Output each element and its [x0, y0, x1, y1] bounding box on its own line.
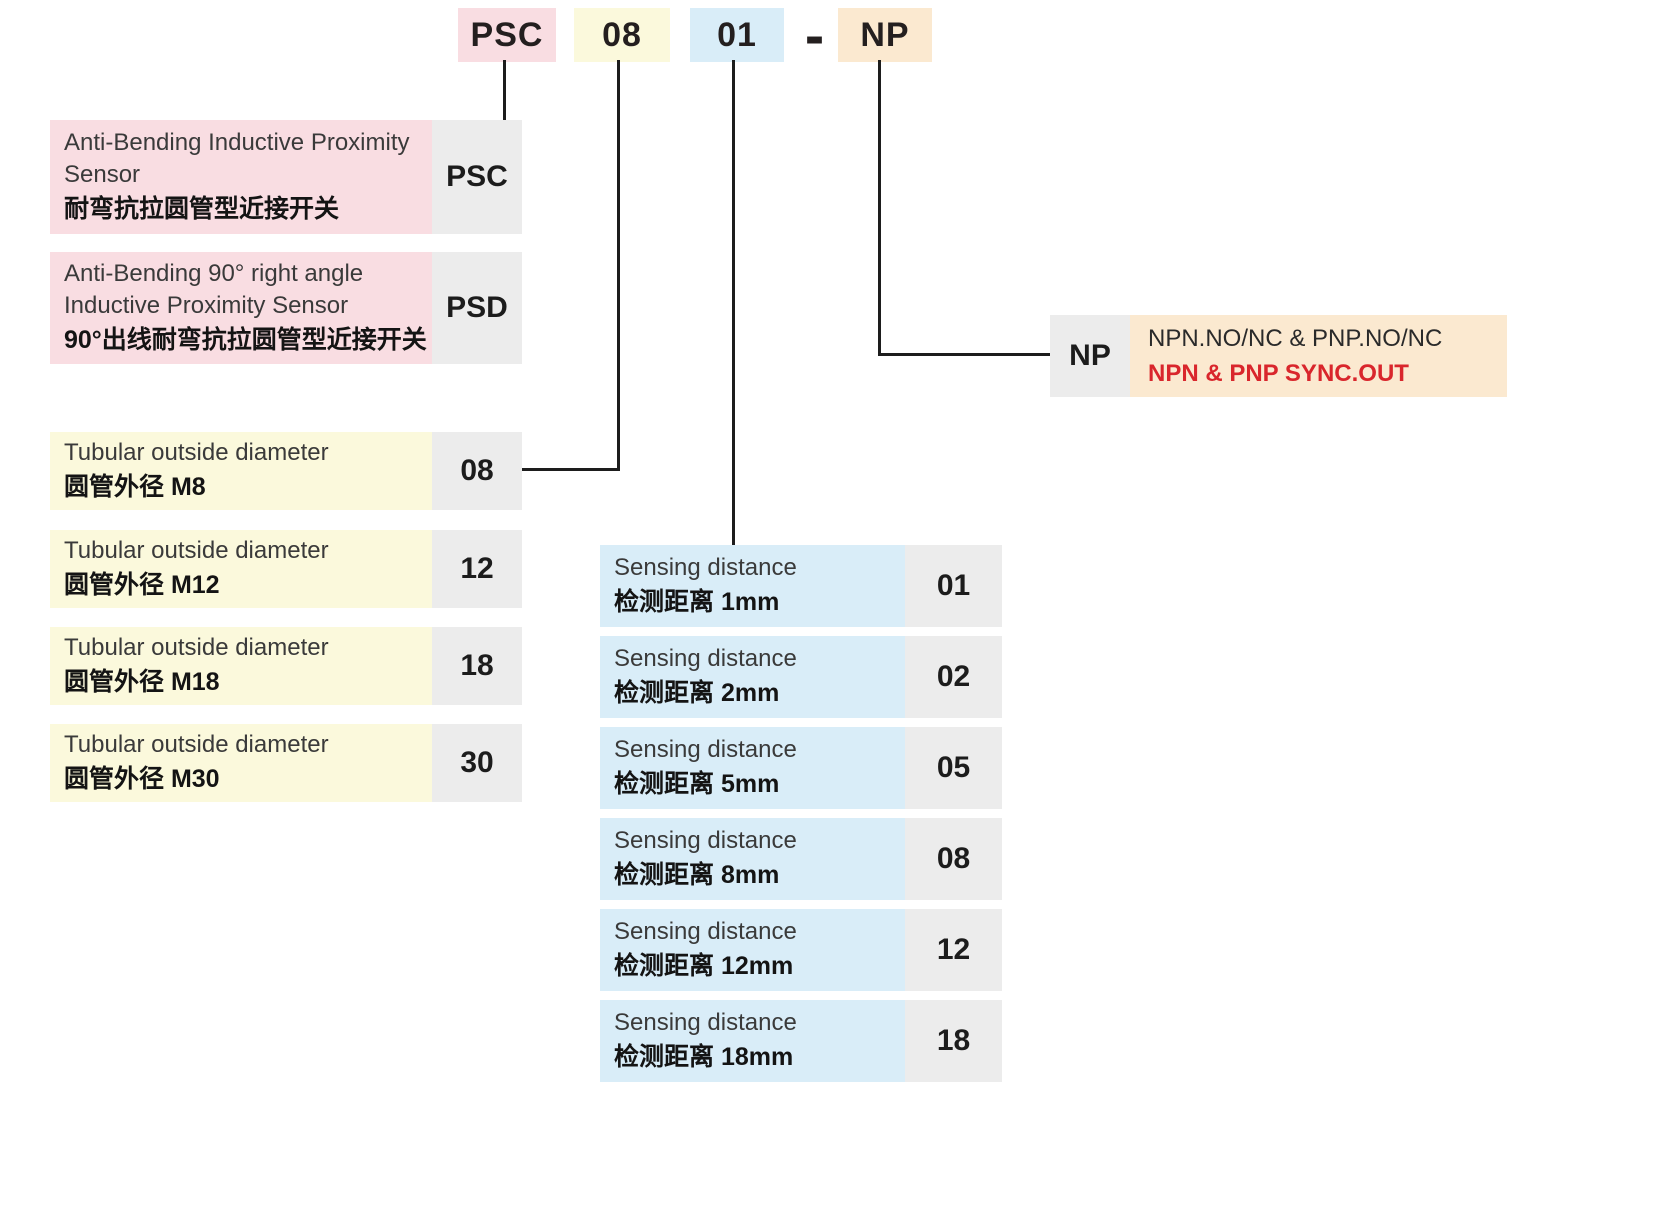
- sensing-label-02: Sensing distance 检测距离 2mm: [600, 636, 905, 718]
- diameter-option-row-12: Tubular outside diameter 圆管外径 M12 12: [50, 530, 522, 608]
- sensing-label-05: Sensing distance 检测距离 5mm: [600, 727, 905, 809]
- diameter-code-cell-18: 18: [432, 627, 522, 705]
- diameter-label-12: Tubular outside diameter 圆管外径 M12: [50, 530, 432, 608]
- output-line1: NPN.NO/NC & PNP.NO/NC: [1148, 325, 1443, 353]
- label-en: Tubular outside diameter: [64, 634, 329, 662]
- sensing-option-row-08: Sensing distance 检测距离 8mm 08: [600, 818, 1002, 900]
- sensing-label-12: Sensing distance 检测距离 12mm: [600, 909, 905, 991]
- label-zh: 圆管外径 M8: [64, 473, 206, 502]
- label-zh: 圆管外径 M30: [64, 765, 220, 794]
- sensing-code-cell-08: 08: [905, 818, 1002, 900]
- sensing-option-row-12: Sensing distance 检测距离 12mm 12: [600, 909, 1002, 991]
- sensing-code-cell-05: 05: [905, 727, 1002, 809]
- label-en: Tubular outside diameter: [64, 537, 329, 565]
- series-label-psd: Anti-Bending 90° right angle Inductive P…: [50, 252, 432, 364]
- label-zh: 检测距离 2mm: [614, 679, 780, 708]
- diameter-label-30: Tubular outside diameter 圆管外径 M30: [50, 724, 432, 802]
- diameter-label-18: Tubular outside diameter 圆管外径 M18: [50, 627, 432, 705]
- label-en: Sensing distance: [614, 918, 797, 946]
- label-zh: 耐弯抗拉圆管型近接开关: [64, 194, 340, 223]
- connector-output-horizontal: [878, 353, 1050, 356]
- label-en: Sensing distance: [614, 1009, 797, 1037]
- series-option-row-psc: Anti-Bending Inductive Proximity Sensor …: [50, 120, 522, 234]
- sensing-option-row-01: Sensing distance 检测距离 1mm 01: [600, 545, 1002, 627]
- sensing-label-18: Sensing distance 检测距离 18mm: [600, 1000, 905, 1082]
- connector-diameter-vertical: [617, 60, 620, 470]
- header-code-diameter: 08: [574, 8, 670, 62]
- sensing-option-row-05: Sensing distance 检测距离 5mm 05: [600, 727, 1002, 809]
- series-code-cell-psc: PSC: [432, 120, 522, 234]
- label-zh: 检测距离 8mm: [614, 861, 780, 890]
- sensing-code-cell-12: 12: [905, 909, 1002, 991]
- label-en: Tubular outside diameter: [64, 439, 329, 467]
- connector-diameter-horizontal: [522, 468, 620, 471]
- label-en: Anti-Bending Inductive Proximity Sensor: [64, 129, 410, 188]
- label-zh: 检测距离 12mm: [614, 952, 794, 981]
- connector-series-vertical: [503, 60, 506, 120]
- series-option-row-psd: Anti-Bending 90° right angle Inductive P…: [50, 252, 522, 364]
- label-zh: 检测距离 18mm: [614, 1043, 794, 1072]
- header-code-output: NP: [838, 8, 932, 62]
- diameter-option-row-30: Tubular outside diameter 圆管外径 M30 30: [50, 724, 522, 802]
- output-line2: NPN & PNP SYNC.OUT: [1148, 359, 1409, 387]
- label-zh: 90°出线耐弯抗拉圆管型近接开关: [64, 325, 427, 354]
- sensing-option-row-02: Sensing distance 检测距离 2mm 02: [600, 636, 1002, 718]
- output-code-cell-np: NP: [1050, 315, 1130, 397]
- label-en: Tubular outside diameter: [64, 731, 329, 759]
- diameter-label-08: Tubular outside diameter 圆管外径 M8: [50, 432, 432, 510]
- series-code-cell-psd: PSD: [432, 252, 522, 364]
- diameter-option-row-08: Tubular outside diameter 圆管外径 M8 08: [50, 432, 522, 510]
- output-label-np: NPN.NO/NC & PNP.NO/NC NPN & PNP SYNC.OUT: [1130, 315, 1507, 397]
- sensing-option-row-18: Sensing distance 检测距离 18mm 18: [600, 1000, 1002, 1082]
- label-en: Sensing distance: [614, 827, 797, 855]
- sensing-label-08: Sensing distance 检测距离 8mm: [600, 818, 905, 900]
- diameter-code-cell-08: 08: [432, 432, 522, 510]
- sensing-code-cell-02: 02: [905, 636, 1002, 718]
- connector-output-vertical: [878, 60, 881, 356]
- label-en: Sensing distance: [614, 736, 797, 764]
- header-code-series: PSC: [458, 8, 556, 62]
- diameter-code-cell-30: 30: [432, 724, 522, 802]
- connector-distance-vertical: [732, 60, 735, 545]
- output-option-row-np: NP NPN.NO/NC & PNP.NO/NC NPN & PNP SYNC.…: [1050, 315, 1507, 397]
- label-en: Anti-Bending 90° right angle Inductive P…: [64, 260, 364, 319]
- label-zh: 检测距离 1mm: [614, 588, 780, 617]
- label-en: Sensing distance: [614, 645, 797, 673]
- diameter-code-cell-12: 12: [432, 530, 522, 608]
- label-zh: 圆管外径 M18: [64, 668, 220, 697]
- header-code-distance: 01: [690, 8, 784, 62]
- label-zh: 检测距离 5mm: [614, 770, 780, 799]
- sensing-code-cell-01: 01: [905, 545, 1002, 627]
- series-label-psc: Anti-Bending Inductive Proximity Sensor …: [50, 120, 432, 234]
- sensing-code-cell-18: 18: [905, 1000, 1002, 1082]
- label-zh: 圆管外径 M12: [64, 571, 220, 600]
- sensing-label-01: Sensing distance 检测距离 1mm: [600, 545, 905, 627]
- label-en: Sensing distance: [614, 554, 797, 582]
- diameter-option-row-18: Tubular outside diameter 圆管外径 M18 18: [50, 627, 522, 705]
- header-code-separator: -: [804, 2, 826, 68]
